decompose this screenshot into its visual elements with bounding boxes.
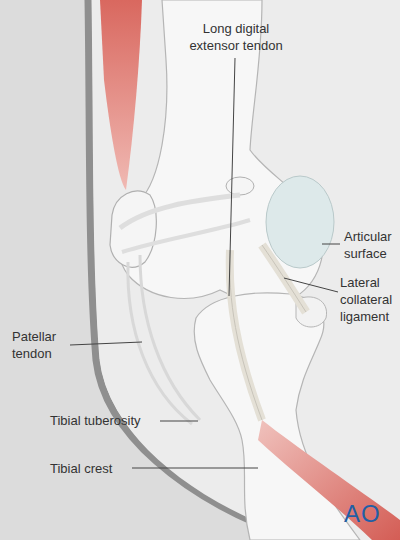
part-label: Tibial tuberosity: [50, 412, 141, 429]
extensor-tendon: [230, 250, 262, 420]
limb-region: [92, 0, 400, 540]
leader-line: [70, 342, 142, 345]
logo-text: AO: [344, 500, 381, 528]
part-label: Lateral collateral ligament: [340, 274, 396, 325]
leader-line: [322, 244, 340, 245]
retinaculum: [120, 195, 240, 228]
leader-line: [132, 468, 258, 469]
leader-line: [160, 421, 198, 422]
fabella-bone: [226, 177, 254, 195]
part-label: Long digital extensor tendon: [180, 20, 292, 54]
articular-surface: [266, 176, 334, 268]
leader-line: [229, 58, 235, 296]
patellar-tendon: [128, 255, 200, 424]
shank-muscle: [258, 420, 400, 540]
part-label: Tibial crest: [50, 460, 112, 477]
part-label: Articular surface: [344, 228, 396, 262]
part-label: Patellar tendon: [12, 328, 68, 362]
extensor-tendon-edge: [230, 250, 262, 420]
patella-bone: [110, 191, 156, 267]
thigh-muscle: [100, 0, 142, 190]
leader-line: [284, 278, 338, 292]
